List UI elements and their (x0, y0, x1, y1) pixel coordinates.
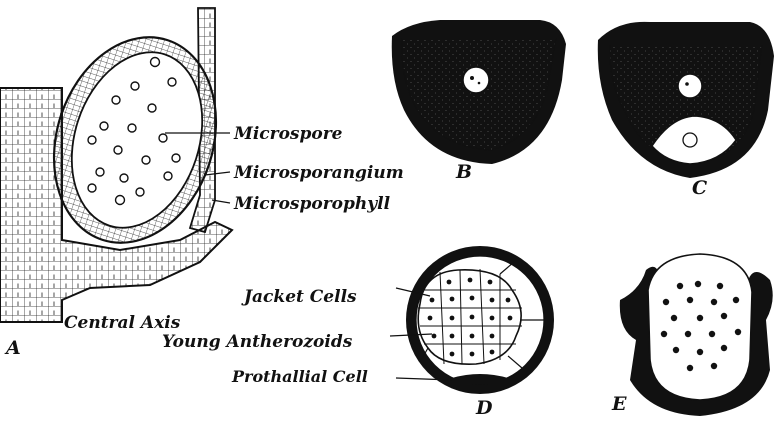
panel-label-d: D (475, 397, 493, 419)
panel-label-a: A (4, 337, 21, 359)
spore-body-e (648, 254, 752, 400)
label-microsporangium: Microsporangium (233, 163, 404, 183)
label-central-axis: Central Axis (64, 313, 181, 333)
prothallial-nucleus-c (683, 133, 697, 147)
panel-c-microspore (598, 22, 774, 178)
label-jacket-cells: Jacket Cells (241, 287, 357, 307)
nucleus-b (463, 67, 489, 93)
panel-label-c: C (692, 177, 707, 199)
nucleus-c (678, 74, 702, 98)
panel-b-microspore (392, 20, 566, 164)
label-young-antherozoids: Young Antherozoids (162, 332, 353, 352)
panel-a-section (0, 8, 242, 322)
label-microsporophyll: Microsporophyll (233, 194, 391, 214)
panel-e-microspore (620, 254, 773, 416)
panel-label-b: B (455, 161, 472, 183)
label-prothallial-cell: Prothallial Cell (231, 367, 368, 386)
label-microspore: Microspore (233, 124, 343, 144)
panel-d-microspore (390, 246, 554, 394)
panel-label-e: E (611, 393, 627, 415)
